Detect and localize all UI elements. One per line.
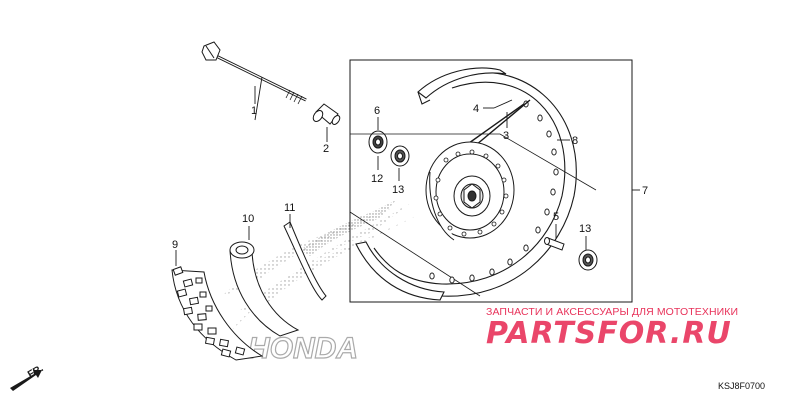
callout-12[interactable]: 12 [371,173,383,185]
honda-wordmark: HONDA [248,332,358,365]
callout-10[interactable]: 10 [242,213,254,225]
hub-flange-holes [433,149,509,237]
callout-11[interactable]: 11 [284,202,295,214]
callout-8[interactable]: 8 [572,135,578,147]
callout-6[interactable]: 6 [374,105,380,117]
axle-bolt [201,41,307,105]
dust-seal-left [368,130,388,154]
bearing-right [578,249,598,271]
bracket-inner-line-2 [349,211,481,297]
wheel-hub [425,141,515,241]
knobby-tire [171,266,264,361]
callout-4[interactable]: 4 [473,103,479,115]
rim-spoke-holes [429,100,559,284]
callout-7[interactable]: 7 [642,185,648,197]
front-direction-label: FR. [26,363,46,381]
watermark-brand[interactable]: PARTSFOR.RU [486,316,732,351]
callout-3[interactable]: 3 [503,130,509,142]
inner-tube [229,241,300,337]
distance-collar [544,237,565,251]
wheel-rim [355,67,577,301]
callout-13-right[interactable]: 13 [579,223,591,235]
wheel-assembly-bracket [349,59,633,303]
figure-code: KSJ8F0700 [718,381,766,391]
honda-wing-watermark: HONDA [222,200,420,366]
rim-band [283,221,327,301]
watermark-subtitle: ЗАПЧАСТИ И АКСЕССУАРЫ ДЛЯ МОТОТЕХНИКИ [486,306,739,318]
callout-9[interactable]: 9 [172,239,178,251]
axle-collar [312,103,341,125]
callout-labels: 1 2 3 4 5 6 7 8 9 10 11 12 13 13 [172,103,648,251]
callout-2[interactable]: 2 [323,143,329,155]
bracket-inner-line [350,133,597,191]
leader-lines [175,76,640,266]
bearing-left [390,145,410,167]
callout-5[interactable]: 5 [553,211,559,223]
callout-1[interactable]: 1 [251,105,257,117]
spokes [461,99,531,151]
callout-13-left[interactable]: 13 [392,184,404,196]
front-direction-arrow: FR. [10,363,46,391]
